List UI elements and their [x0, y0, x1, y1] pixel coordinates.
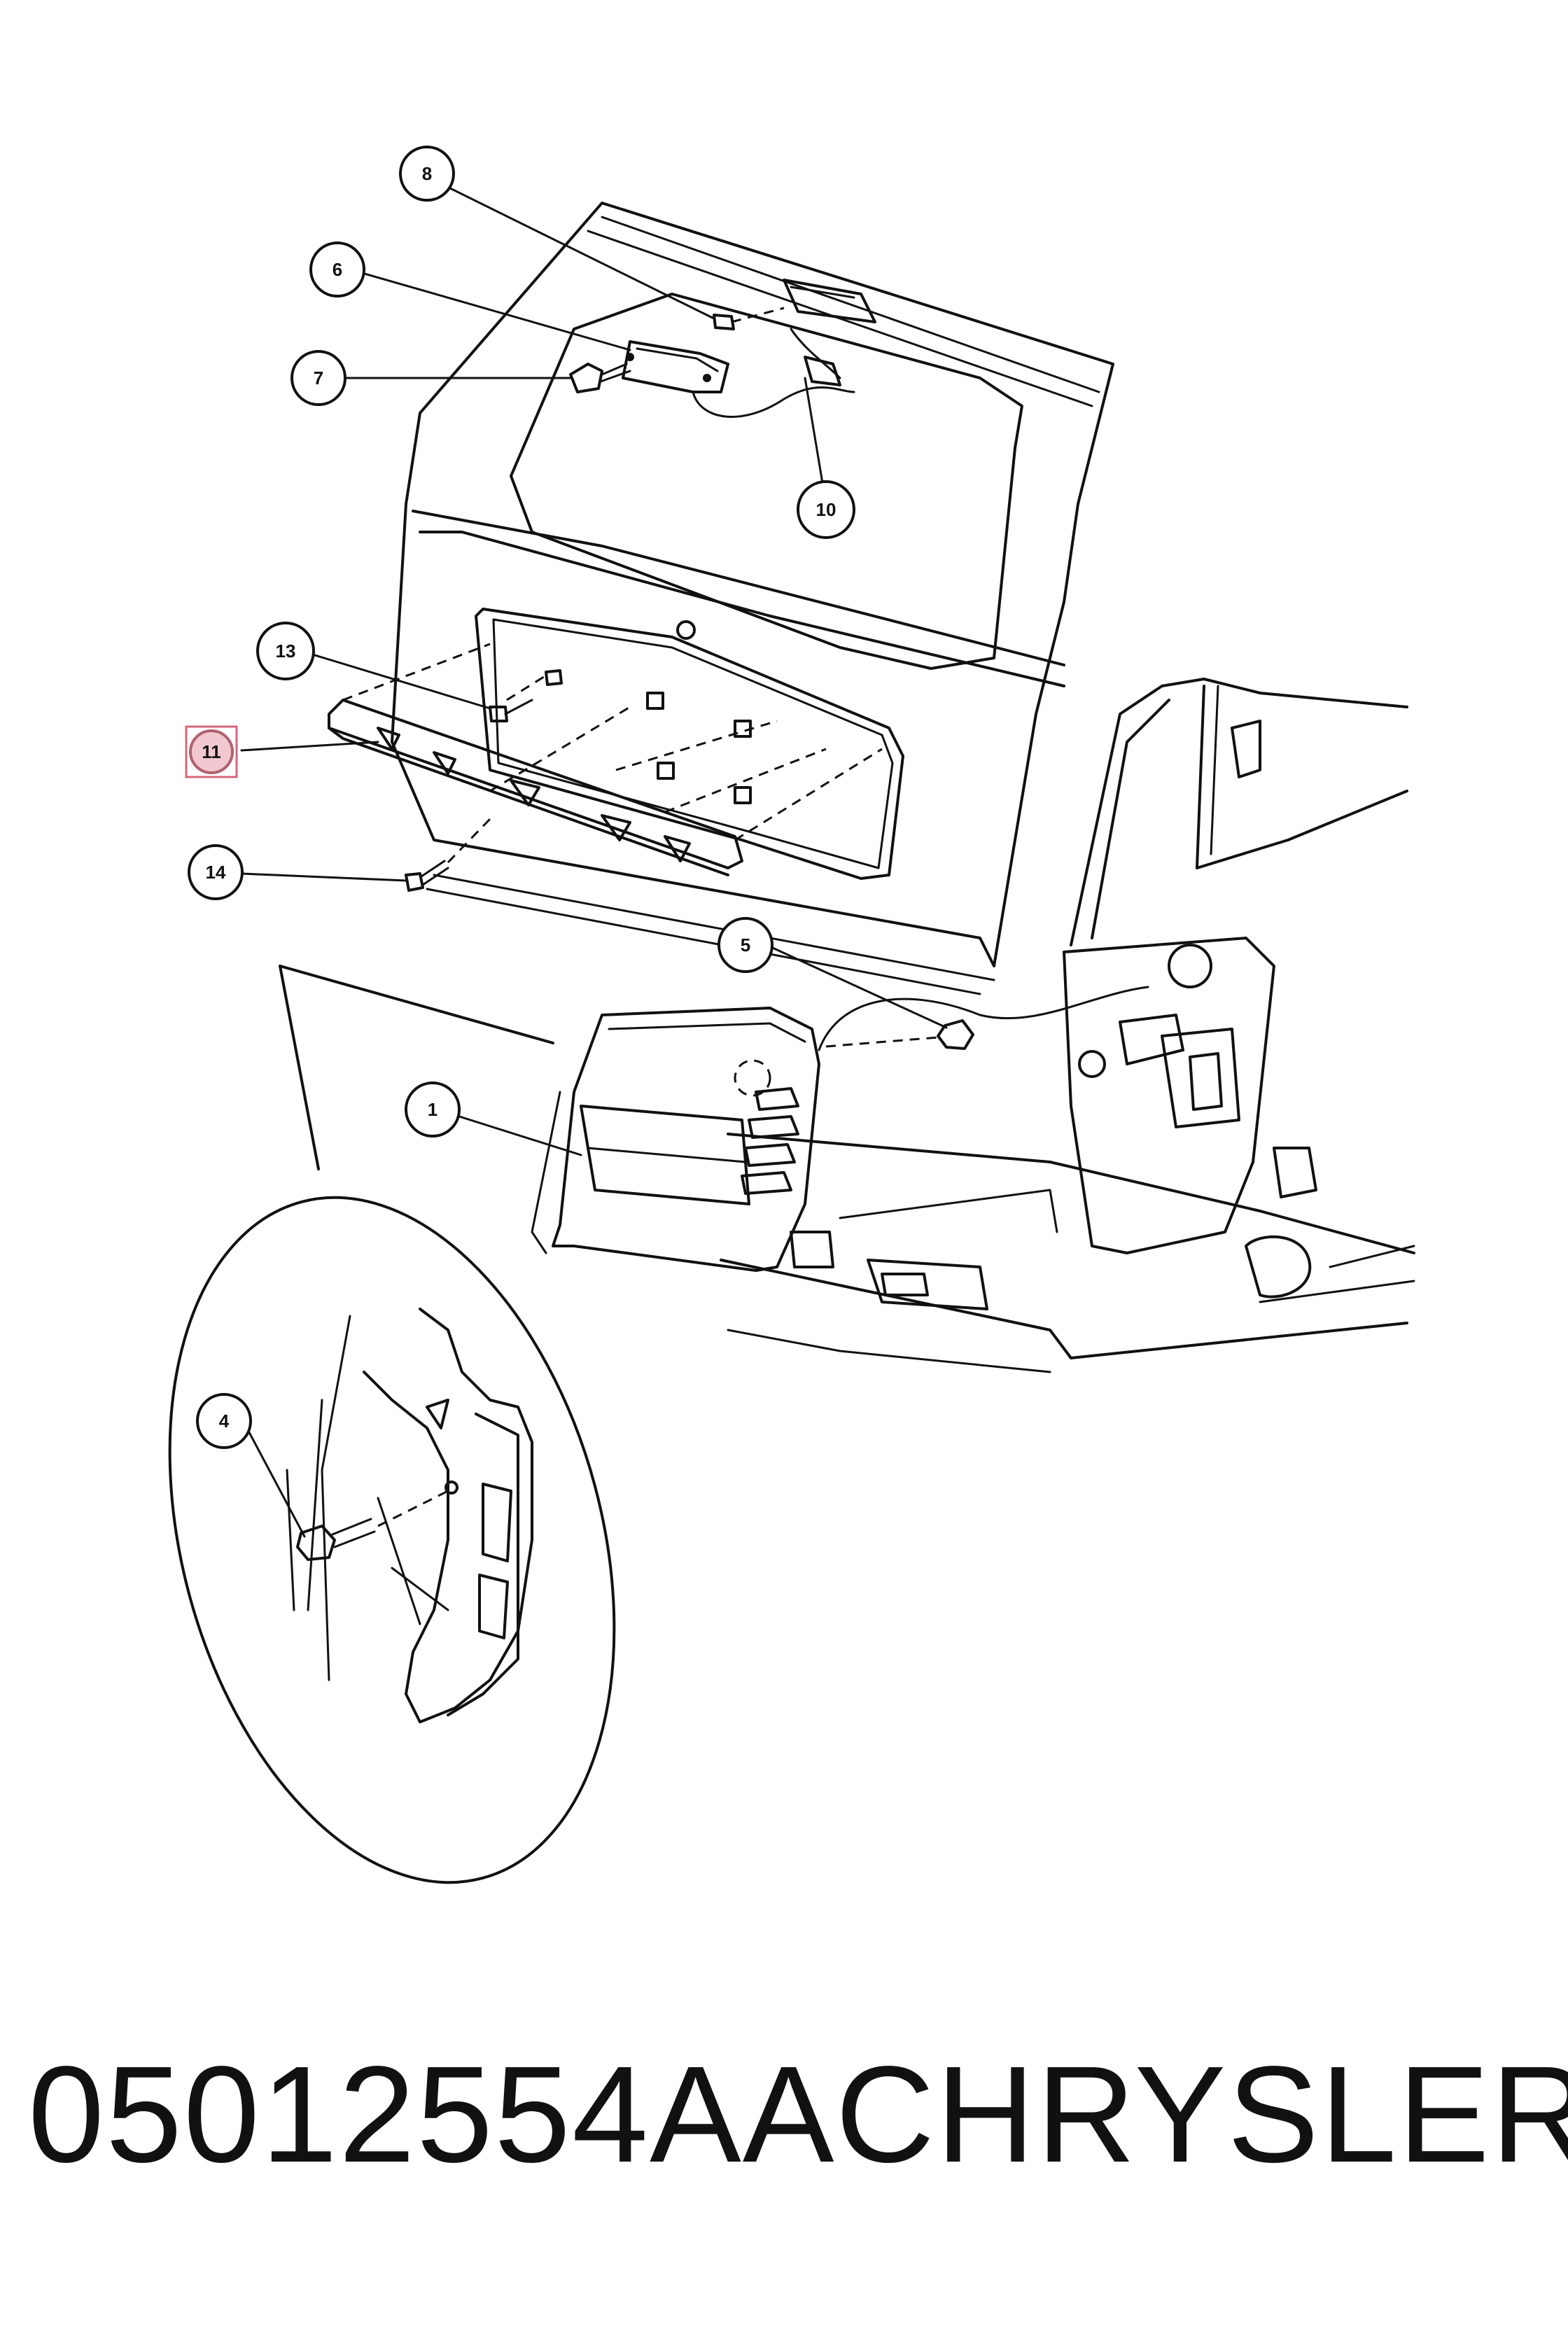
callout-4-label: 4	[219, 1410, 230, 1432]
vehicle-body	[720, 678, 1415, 1373]
callout-11[interactable]: 11	[185, 725, 238, 778]
callout-8-label: 8	[422, 163, 432, 184]
detail-inset	[168, 965, 616, 1884]
callout-14[interactable]: 14	[188, 844, 244, 900]
callout-5[interactable]: 5	[718, 917, 774, 973]
applique-bar-part	[328, 643, 883, 876]
callout-11-label: 11	[202, 741, 221, 762]
stop-lamp-part	[622, 340, 855, 418]
callout-14-label: 14	[206, 862, 226, 883]
callout-10[interactable]: 10	[797, 480, 855, 539]
callout-10-label: 10	[816, 499, 836, 520]
caption: 05012554AA CHRYSLER	[0, 2023, 1568, 2205]
callout-13-label: 13	[276, 640, 296, 662]
callout-6[interactable]: 6	[309, 241, 365, 298]
callout-8[interactable]: 8	[399, 146, 455, 202]
liftgate-handle-part	[783, 279, 876, 386]
callout-6-label: 6	[332, 259, 342, 280]
callout-7[interactable]: 7	[290, 350, 346, 406]
callout-4[interactable]: 4	[196, 1393, 252, 1449]
callout-5-label: 5	[741, 934, 750, 955]
fasteners	[405, 307, 785, 892]
exploded-parts-diagram: 8 6 7 10 13 11 14 5 1 4	[168, 146, 1415, 1884]
part-number: 05012554AA	[28, 2037, 836, 2191]
callout-1-label: 1	[428, 1099, 438, 1120]
brand-name: CHRYSLER	[835, 2037, 1568, 2191]
callout-13[interactable]: 13	[256, 622, 315, 680]
leader-lines	[240, 184, 948, 1538]
callout-7-label: 7	[314, 368, 323, 388]
callout-1[interactable]: 1	[405, 1082, 461, 1138]
liftgate	[391, 202, 1114, 995]
tail-lamp-part	[531, 986, 1149, 1272]
